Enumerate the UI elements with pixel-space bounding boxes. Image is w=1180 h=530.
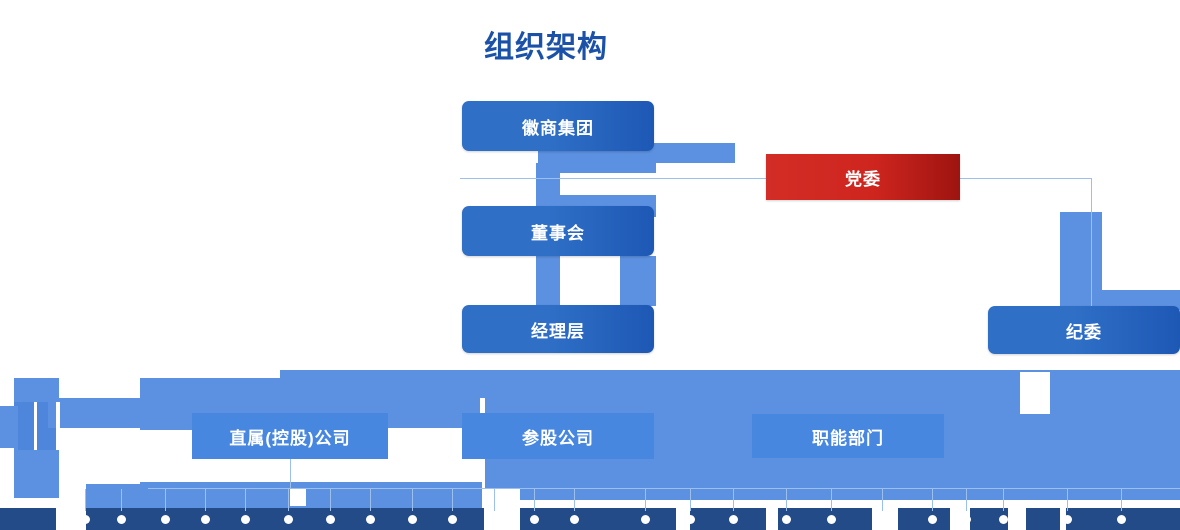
- node-board[interactable]: 董事会: [462, 206, 654, 256]
- cutout-3: [290, 488, 306, 506]
- leaf-stem: [370, 489, 371, 511]
- edge-group-to-party: [460, 178, 766, 179]
- band-gap-e: [1008, 508, 1026, 530]
- leaf-stem: [574, 489, 575, 511]
- leaf-marker[interactable]: [241, 515, 250, 524]
- leaf-stem: [494, 489, 495, 511]
- leaf-marker[interactable]: [326, 515, 335, 524]
- leaf-marker[interactable]: [641, 515, 650, 524]
- band-gap-g: [766, 508, 778, 530]
- leaf-stem: [412, 489, 413, 511]
- leaf-marker[interactable]: [827, 515, 836, 524]
- bg-block-2: [538, 150, 656, 173]
- node-subsidiary[interactable]: 直属(控股)公司: [192, 413, 388, 459]
- node-board-label: 董事会: [531, 223, 585, 243]
- node-management-label: 经理层: [531, 321, 585, 341]
- leaf-stem: [288, 489, 289, 511]
- leaf-marker[interactable]: [928, 515, 937, 524]
- leaf-marker[interactable]: [490, 515, 499, 524]
- bg-block-21: [86, 482, 482, 490]
- leaf-marker[interactable]: [570, 515, 579, 524]
- leaf-stem: [1067, 489, 1068, 511]
- leaf-marker[interactable]: [1063, 515, 1072, 524]
- leaf-stem: [452, 489, 453, 511]
- node-discipline[interactable]: 纪委: [988, 306, 1180, 354]
- leaf-stem: [85, 489, 86, 511]
- node-functional[interactable]: 职能部门: [752, 414, 944, 458]
- edge-subsidiary-down: [290, 459, 291, 489]
- node-management[interactable]: 经理层: [462, 305, 654, 353]
- node-affiliate-label: 参股公司: [522, 428, 594, 448]
- bg-block-11: [0, 406, 18, 450]
- edge-leaf-rail: [148, 488, 1180, 489]
- leaf-stem: [932, 489, 933, 511]
- leaf-marker[interactable]: [117, 515, 126, 524]
- leaf-marker[interactable]: [81, 515, 90, 524]
- leaf-marker[interactable]: [408, 515, 417, 524]
- leaf-marker[interactable]: [161, 515, 170, 524]
- leaf-stem: [733, 489, 734, 511]
- leaf-stem: [1003, 489, 1004, 511]
- leaf-marker[interactable]: [999, 515, 1008, 524]
- node-group[interactable]: 徽商集团: [462, 101, 654, 151]
- bg-block-5: [536, 256, 560, 306]
- leaf-marker[interactable]: [448, 515, 457, 524]
- cutout-5: [1020, 372, 1050, 414]
- band-gap-a: [56, 508, 86, 530]
- leaf-marker[interactable]: [366, 515, 375, 524]
- leaf-marker[interactable]: [782, 515, 791, 524]
- leaf-marker[interactable]: [686, 515, 695, 524]
- leaf-stem: [1121, 489, 1122, 511]
- edge-party-right: [960, 178, 1092, 179]
- leaf-stem: [690, 489, 691, 511]
- leaf-marker[interactable]: [284, 515, 293, 524]
- leaf-stem: [882, 489, 883, 511]
- leaf-stem: [330, 489, 331, 511]
- leaf-stem: [205, 489, 206, 511]
- node-group-label: 徽商集团: [522, 118, 594, 138]
- leaf-marker[interactable]: [878, 515, 887, 524]
- bg-block-8: [1080, 290, 1180, 310]
- node-functional-label: 职能部门: [812, 428, 884, 448]
- node-affiliate[interactable]: 参股公司: [462, 413, 654, 459]
- node-party[interactable]: 党委: [766, 154, 960, 200]
- page-title: 组织架构: [484, 31, 608, 64]
- leaf-stem: [786, 489, 787, 511]
- node-subsidiary-label: 直属(控股)公司: [229, 428, 351, 448]
- leaf-stem: [245, 489, 246, 511]
- node-discipline-label: 纪委: [1066, 322, 1102, 342]
- cutout-1: [60, 428, 140, 484]
- band-gap-h: [676, 508, 690, 530]
- band-gap-b: [484, 508, 520, 530]
- leaf-marker[interactable]: [530, 515, 539, 524]
- leaf-marker[interactable]: [201, 515, 210, 524]
- leaf-marker[interactable]: [1117, 515, 1126, 524]
- band-gap-d: [950, 508, 970, 530]
- edge-party-to-discipline: [1091, 178, 1092, 318]
- leaf-stem: [165, 489, 166, 511]
- leaf-stem: [831, 489, 832, 511]
- cutout-7: [59, 378, 81, 382]
- cutout-6: [0, 448, 14, 452]
- leaf-stem: [645, 489, 646, 511]
- cutout-8: [56, 402, 60, 450]
- bg-block-6: [620, 256, 656, 306]
- leaf-marker[interactable]: [729, 515, 738, 524]
- leaf-marker[interactable]: [962, 515, 971, 524]
- node-party-label: 党委: [845, 169, 881, 189]
- leaf-stem: [966, 489, 967, 511]
- leaf-stem: [121, 489, 122, 511]
- leaf-stem: [534, 489, 535, 511]
- cutout-9: [34, 402, 37, 450]
